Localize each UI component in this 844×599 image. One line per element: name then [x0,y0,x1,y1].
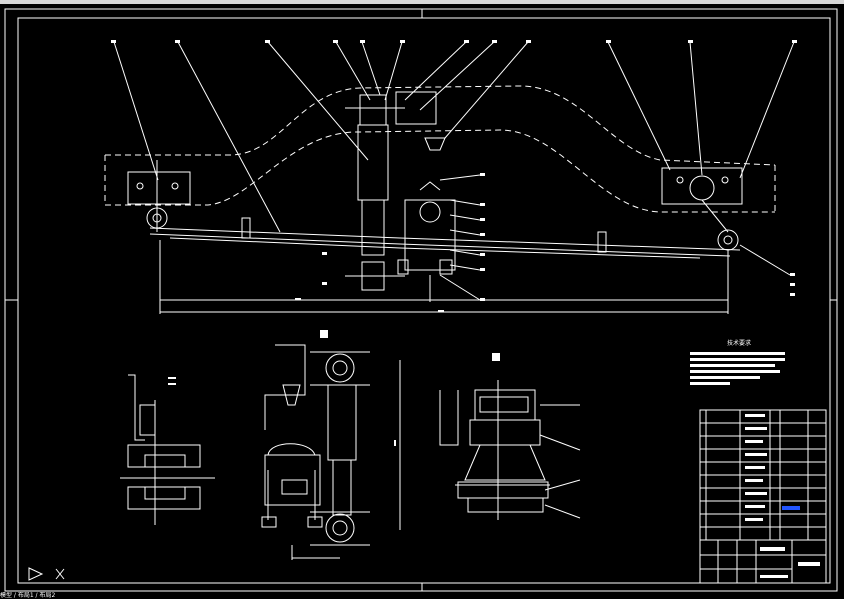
notes-title: 技术要求 [727,340,752,347]
parts-list-table [699,409,827,541]
title-block [699,539,827,584]
rear-hanger-bracket [661,167,743,251]
detail-label-1b [168,383,176,385]
detail-label-2 [320,330,328,338]
detail-view-2-shock [261,344,401,560]
ucs-icon [28,567,65,581]
leaf-spring [149,227,741,259]
detail-view-3-bracket [439,380,581,520]
detail-label-3 [492,353,500,361]
technical-notes [690,352,785,385]
spring-clips [241,217,607,253]
axle-clamp [397,181,456,275]
frame-rail-outline [104,85,776,213]
label-tags [111,40,797,312]
detail-view-1 [120,374,215,525]
selection-highlight [782,506,800,510]
leader-lines [113,41,795,301]
upper-shock-bracket [395,91,446,151]
detail-label-1 [168,377,176,379]
layout-tabs-bar[interactable]: 模型 / 布局1 / 布局2 [0,592,844,599]
shock-absorber-main [345,94,405,291]
front-hanger-bracket [127,160,191,232]
window-top-edge [0,0,844,4]
detail-dim-2 [394,440,396,446]
table-text-marks [745,414,820,578]
